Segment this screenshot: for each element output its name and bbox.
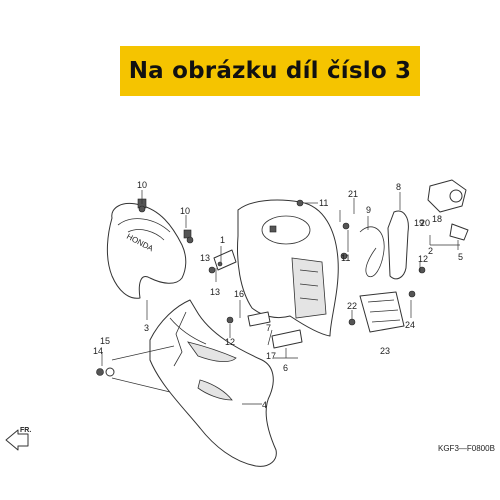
leader-lines — [101, 190, 460, 405]
callout-label: 10 — [137, 180, 147, 190]
fasteners — [96, 199, 426, 377]
front-arrow-icon — [5, 429, 29, 451]
callout-label: 15 — [100, 336, 110, 346]
front-direction-indicator: FR. — [5, 427, 31, 451]
callout-label: 3 — [144, 323, 149, 333]
callout-label: 23 — [380, 346, 390, 356]
callout-label: 7 — [266, 323, 271, 333]
lock-and-cable-parts — [359, 179, 469, 280]
highlight-banner: Na obrázku díl číslo 3 — [120, 46, 420, 96]
direction-label: FR. — [20, 427, 31, 434]
callout-label: 18 — [432, 214, 442, 224]
inner-panel-part — [237, 199, 339, 337]
bracket-parts — [213, 249, 303, 349]
callout-label: 11 — [319, 198, 328, 208]
plate-part — [359, 291, 405, 333]
front-cover-part: HONDA — [106, 198, 192, 299]
inner-cover-part — [149, 299, 277, 467]
callout-label: 20 — [420, 218, 430, 228]
callout-label: 2 — [428, 246, 433, 256]
callout-label: 11 — [341, 253, 350, 263]
diagram-part-code: KGF3—F0800B — [438, 444, 495, 453]
callout-label: 16 — [234, 289, 244, 299]
callout-label: 10 — [180, 206, 190, 216]
banner-caption: Na obrázku díl číslo 3 — [128, 58, 412, 84]
callout-label: 1 — [220, 235, 225, 245]
callout-label: 6 — [283, 363, 288, 373]
callout-label: 12 — [225, 337, 235, 347]
callout-label: 13 — [210, 287, 220, 297]
callout-labels: 1 2 3 4 5 6 7 8 9 10 10 11 11 12 12 13 1… — [93, 180, 463, 410]
callout-label: 24 — [405, 320, 415, 330]
callout-label: 21 — [348, 189, 358, 199]
callout-label: 17 — [266, 351, 276, 361]
callout-label: 22 — [347, 301, 357, 311]
callout-label: 4 — [262, 400, 267, 410]
callout-label: 13 — [200, 253, 210, 263]
callout-label: 12 — [418, 254, 428, 264]
callout-label: 5 — [458, 252, 463, 262]
callout-label: 19 — [414, 218, 424, 228]
callout-label: 14 — [93, 346, 103, 356]
callout-label: 9 — [366, 205, 371, 215]
callout-label: 8 — [396, 182, 401, 192]
